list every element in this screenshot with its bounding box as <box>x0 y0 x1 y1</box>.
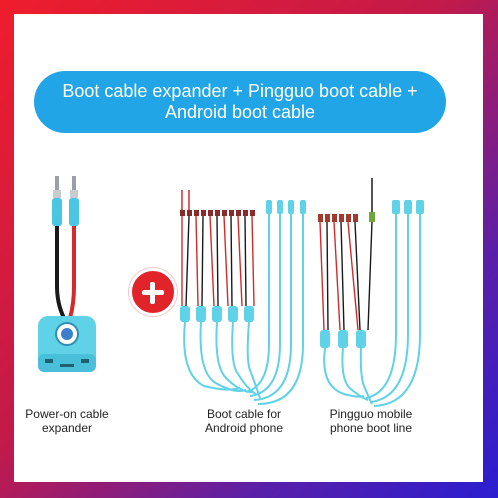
pingguo-boot-cable-image <box>318 178 424 407</box>
plus-badge-icon <box>129 268 177 316</box>
power-on-cable-expander-image <box>38 176 96 372</box>
title-line-2: Android boot cable <box>164 102 316 122</box>
caption-android-boot-cable: Boot cable for Android phone <box>194 407 294 435</box>
title-line-1: Boot cable expander + Pingguo boot cable… <box>62 81 418 101</box>
caption-line-1: Boot cable for <box>206 407 282 421</box>
title-banner: Boot cable expander + Pingguo boot cable… <box>34 71 446 133</box>
caption-line-2: expander <box>41 421 93 435</box>
caption-line-1: Pingguo mobile <box>329 407 413 421</box>
caption-line-2: Android phone <box>204 421 284 435</box>
product-illustration <box>38 176 424 407</box>
caption-line-1: Power-on cable <box>25 407 109 421</box>
caption-line-2: phone boot line <box>329 421 413 435</box>
android-boot-cable-image <box>180 190 306 405</box>
caption-pingguo-boot-line: Pingguo mobile phone boot line <box>316 407 426 435</box>
product-panel: Boot cable expander + Pingguo boot cable… <box>14 14 483 482</box>
caption-power-on-cable-expander: Power-on cable expander <box>22 407 112 435</box>
